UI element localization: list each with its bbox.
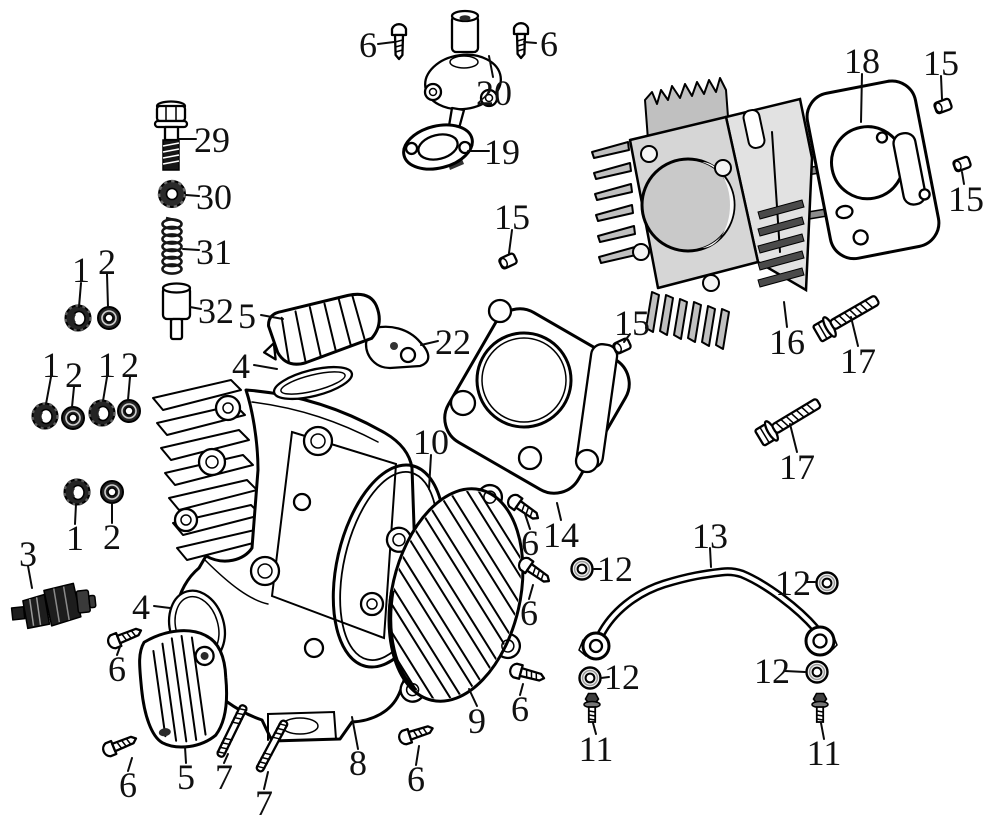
callout-label: 12: [775, 563, 811, 603]
callout-label: 15: [614, 303, 650, 343]
part-17-flange-bolt: [752, 392, 826, 449]
screw-6: [507, 661, 548, 687]
part-12-sealing-washer: [578, 666, 602, 690]
callout-label: 12: [597, 549, 633, 589]
callout-label: 14: [543, 515, 579, 555]
part-3-spark-plug: [10, 582, 97, 630]
part-18-base-gasket: [805, 79, 941, 261]
callout-labels: 6 6 20 19 29 30 31 32 5 22 18 15 15 15 1…: [19, 24, 984, 823]
part-11-banjo-bolt: [583, 692, 601, 723]
callout-label: 4: [232, 346, 250, 386]
callout-label: 32: [198, 291, 234, 331]
part-2-washer: [117, 399, 141, 423]
screw-6: [512, 22, 530, 60]
callout-label: 11: [807, 733, 842, 773]
screw-6: [99, 730, 140, 760]
callout-label: 1: [72, 250, 90, 290]
part-15-dowel-pin: [951, 154, 973, 174]
callout-label: 1: [66, 518, 84, 558]
part-1-cap-nut: [64, 304, 92, 332]
part-29-flange-bolt: [153, 100, 189, 171]
part-30-flange-nut: [157, 179, 187, 209]
part-11-banjo-bolt: [811, 692, 829, 723]
callout-label: 1: [98, 345, 116, 385]
part-12-sealing-washer: [815, 571, 839, 595]
callout-label: 9: [468, 701, 486, 741]
callout-label: 12: [754, 651, 790, 691]
part-2-washer: [97, 306, 121, 330]
callout-label: 15: [494, 197, 530, 237]
part-2-washer: [61, 406, 85, 430]
callout-label: 22: [435, 322, 471, 362]
callout-label: 2: [103, 517, 121, 557]
part-19-intake-gasket: [402, 123, 474, 171]
part-1-cap-nut: [63, 478, 91, 506]
part-13-oil-pipe: [578, 567, 838, 661]
callout-label: 6: [521, 523, 539, 563]
callout-label: 6: [359, 25, 377, 65]
callout-label: 3: [19, 534, 37, 574]
callout-label: 18: [844, 41, 880, 81]
screw-6: [396, 720, 436, 747]
callout-label: 5: [238, 296, 256, 336]
callout-label: 6: [407, 759, 425, 799]
callout-label: 6: [540, 24, 558, 64]
callout-label: 15: [923, 43, 959, 83]
callout-label: 2: [65, 355, 83, 395]
part-5-side-cover: [138, 629, 229, 749]
callout-label: 16: [769, 322, 805, 362]
part-15-dowel-pin: [497, 251, 519, 271]
callout-label: 2: [98, 242, 116, 282]
callout-label: 19: [484, 132, 520, 172]
part-1-cap-nut: [31, 402, 59, 430]
callout-label: 1: [42, 345, 60, 385]
part-16-cylinder-block: [591, 77, 858, 350]
part-14-head-gasket: [443, 298, 631, 495]
part-2-washer: [100, 480, 124, 504]
callout-label: 20: [476, 73, 512, 113]
part-1-cap-nut: [88, 399, 116, 427]
callout-label: 6: [119, 765, 137, 805]
callout-label: 10: [413, 422, 449, 462]
callout-label: 4: [132, 587, 150, 627]
part-9-finned-cover: [371, 477, 541, 713]
part-12-sealing-washer: [805, 660, 829, 684]
callout-label: 12: [604, 657, 640, 697]
callout-label: 30: [196, 177, 232, 217]
callout-label: 8: [349, 743, 367, 783]
callout-label: 13: [692, 516, 728, 556]
part-22-cover-bracket: [364, 325, 430, 370]
callout-label: 6: [520, 593, 538, 633]
part-15-dowel-pin: [932, 96, 954, 116]
callout-label: 29: [194, 120, 230, 160]
part-32-plunger: [161, 282, 192, 341]
callout-label: 17: [779, 447, 815, 487]
part-17-flange-bolt: [810, 288, 884, 345]
callout-label: 6: [511, 689, 529, 729]
part-4-o-ring: [272, 365, 354, 401]
part-12-sealing-washer: [570, 557, 594, 581]
callout-label: 2: [121, 345, 139, 385]
part-5-valve-cover: [262, 292, 381, 366]
part-31-spring: [161, 216, 183, 275]
callout-leader-lines: [27, 41, 965, 790]
callout-label: 7: [215, 757, 233, 797]
callout-label: 6: [108, 649, 126, 689]
callout-label: 17: [840, 341, 876, 381]
callout-label: 7: [255, 783, 273, 823]
screw-6: [104, 622, 145, 652]
callout-label: 15: [948, 179, 984, 219]
callout-label: 31: [196, 232, 232, 272]
callout-label: 11: [579, 729, 614, 769]
callout-label: 5: [177, 757, 195, 797]
